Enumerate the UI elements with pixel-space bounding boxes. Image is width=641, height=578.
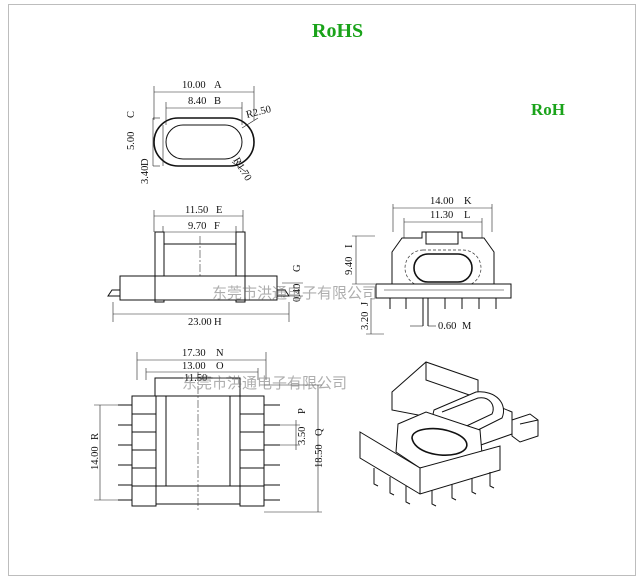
side-tag-j: J bbox=[360, 302, 371, 306]
front-winding-label: 9.70 bbox=[188, 221, 206, 232]
bottom-view: 17.30 N 13.00 O 11.50 14.00 R 3.50 P 18.… bbox=[90, 348, 325, 513]
front-tag-f: F bbox=[214, 221, 220, 232]
rohs-side-mark: RoH bbox=[531, 100, 565, 119]
side-inner-label: 11.30 bbox=[430, 210, 453, 221]
bottom-tag-o: O bbox=[216, 361, 224, 372]
isometric-view bbox=[359, 361, 539, 507]
side-base bbox=[375, 283, 512, 299]
top-inner-height-label: 3.40 bbox=[140, 166, 151, 184]
front-view: 11.50 E 9.70 F 23.00 H 0.40 G bbox=[107, 205, 303, 328]
top-radius-outer-label: R2.50 bbox=[245, 104, 272, 121]
side-tag-l: L bbox=[464, 210, 470, 221]
front-tag-e: E bbox=[216, 205, 222, 216]
side-pins bbox=[389, 298, 497, 326]
iso-oval-window bbox=[411, 427, 468, 456]
side-pin-width-label: 0.60 bbox=[438, 321, 456, 332]
side-pin-len-label: 3.20 bbox=[360, 312, 371, 330]
side-tag-m: M bbox=[462, 321, 472, 332]
top-view: 10.00 A 8.40 B 5.00 C 3.40 D R2.50 R1.70 bbox=[126, 80, 272, 184]
side-tag-k: K bbox=[464, 196, 472, 207]
bottom-third-label: 11.50 bbox=[184, 373, 207, 384]
front-tag-h: H bbox=[214, 317, 222, 328]
side-oval bbox=[413, 253, 473, 283]
bottom-bottom-flange bbox=[154, 485, 241, 505]
bottom-left-terminal-block bbox=[118, 395, 157, 507]
side-height-label: 9.40 bbox=[344, 257, 355, 275]
top-tag-b: B bbox=[214, 96, 221, 107]
top-radius-inner-label: R1.70 bbox=[230, 156, 253, 183]
side-view: 14.00 K 11.30 L 9.40 I 3.20 J 0.60 M bbox=[344, 196, 512, 335]
rohs-title: RoHS bbox=[312, 20, 364, 42]
front-total-label: 23.00 bbox=[188, 317, 212, 328]
bottom-span-label: 18.50 bbox=[314, 444, 325, 468]
bottom-right-terminal-block bbox=[239, 395, 280, 507]
bottom-row-label: 14.00 bbox=[90, 446, 101, 470]
front-base bbox=[119, 275, 278, 301]
top-view-outer-slot bbox=[153, 117, 255, 167]
watermark-bottom: 东莞市洪通电子有限公司 bbox=[182, 374, 347, 392]
bottom-tag-n: N bbox=[216, 348, 224, 359]
bottom-second-label: 13.00 bbox=[182, 361, 206, 372]
front-tag-g: G bbox=[292, 264, 303, 272]
top-tag-a: A bbox=[214, 80, 222, 91]
front-pin-height-label: 0.40 bbox=[292, 284, 303, 302]
side-outer-label: 14.00 bbox=[430, 196, 454, 207]
top-tag-c: C bbox=[126, 111, 137, 118]
watermark-front: 东莞市洪通电子有限公司 bbox=[212, 284, 377, 302]
top-view-inner-slot bbox=[165, 124, 243, 160]
side-tag-i: I bbox=[344, 244, 355, 248]
front-flange-label: 11.50 bbox=[185, 205, 208, 216]
top-inner-width-label: 8.40 bbox=[188, 96, 206, 107]
bottom-outer-label: 17.30 bbox=[182, 348, 206, 359]
bottom-tag-p: P bbox=[297, 408, 308, 414]
top-height-label: 5.00 bbox=[126, 132, 137, 150]
bottom-tag-r: R bbox=[90, 433, 101, 440]
bottom-tag-q: Q bbox=[314, 428, 325, 436]
bottom-pitch-label: 3.50 bbox=[297, 427, 308, 445]
iso-pins bbox=[373, 468, 495, 507]
top-outer-width-label: 10.00 bbox=[182, 80, 206, 91]
top-tag-d: D bbox=[140, 158, 151, 166]
iso-side-tab bbox=[511, 413, 539, 443]
